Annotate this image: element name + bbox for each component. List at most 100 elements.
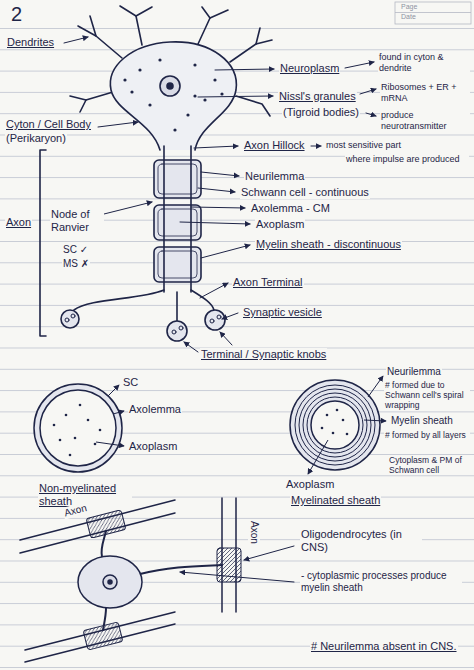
part-label: Axoplasm — [285, 478, 335, 491]
dendrite — [236, 96, 270, 116]
part-label: Node of Ranvier — [50, 208, 104, 234]
part-label: Dendrites — [6, 36, 55, 49]
myelinated-section — [311, 401, 359, 449]
part-label: Axolemma — [128, 403, 182, 416]
part-label: (Tigroid bodies) — [282, 106, 360, 119]
note-text: # Neurilemma absent in CNS. — [310, 640, 458, 653]
non-myelinated-section — [34, 384, 124, 472]
dendrite — [256, 28, 260, 44]
synaptic-knob — [172, 330, 176, 334]
dendrite — [230, 40, 272, 62]
part-label: Myelin sheath - discontinuous — [255, 238, 402, 251]
synaptic-knob — [179, 326, 183, 330]
dendrite — [198, 10, 228, 44]
oligodendrocyte-body — [78, 556, 142, 608]
myelinated-section — [332, 432, 335, 435]
non-myelinated-section — [87, 419, 90, 422]
leader-line — [311, 146, 321, 147]
synaptic-knob — [61, 310, 225, 341]
non-myelinated-section — [53, 424, 56, 427]
leader-line — [198, 188, 235, 192]
dendrite — [80, 100, 86, 112]
dendrite — [120, 6, 142, 45]
header-field: Date — [400, 13, 417, 21]
non-myelinated-section — [108, 385, 119, 396]
axon-fibre — [25, 612, 175, 650]
part-label: Neurilemma — [244, 170, 305, 183]
cell-body — [167, 83, 173, 89]
section-caption: Myelinated sheath — [290, 494, 381, 507]
non-myelinated-section — [94, 443, 97, 446]
leader-line — [366, 113, 376, 116]
leader-line — [194, 146, 238, 148]
part-label: Axon Terminal — [232, 276, 304, 289]
part-label: Axon — [5, 216, 32, 229]
part-label: Oligodendrocytes (in CNS) — [300, 528, 422, 554]
ruled-paper — [0, 28, 474, 670]
axon-terminal — [176, 292, 178, 321]
synaptic-knob — [65, 318, 69, 322]
part-label: Synaptic vesicle — [242, 306, 323, 319]
myelinated-section — [290, 376, 386, 474]
synaptic-knob — [205, 310, 225, 330]
nissl-granule — [173, 128, 176, 131]
non-myelinated-section — [59, 439, 62, 442]
cytoplasmic-process — [140, 565, 222, 574]
non-myelinated-section — [40, 390, 116, 466]
note-text: MS ✗ — [62, 258, 90, 270]
neuron-drawing — [40, 6, 376, 352]
non-myelinated-section — [34, 384, 122, 472]
dendrite — [78, 26, 122, 58]
oligodendrocyte-body — [78, 556, 142, 608]
part-label: Neurilemma — [386, 366, 442, 378]
cell-body — [110, 42, 236, 150]
axon-body — [190, 146, 192, 292]
nissl-granule — [138, 68, 141, 71]
part-label: SC — [122, 376, 139, 389]
myelinated-section — [346, 433, 349, 436]
synaptic-knob — [210, 319, 214, 323]
myelinated-section — [326, 414, 329, 417]
part-label: Cyton / Cell Body — [5, 118, 92, 131]
axon-fibre — [20, 498, 236, 662]
myelin-wrap — [86, 510, 126, 538]
part-label: Axoplasm — [255, 218, 305, 231]
myelinated-section — [364, 420, 386, 421]
myelinated-section — [308, 440, 328, 474]
synaptic-knob — [61, 310, 79, 328]
leader-line — [220, 332, 232, 345]
leader-line — [201, 245, 250, 258]
leader-line — [64, 37, 376, 352]
leader-line — [180, 546, 294, 582]
myelinated-section — [321, 409, 349, 436]
leader-line — [200, 283, 228, 298]
myelinated-section — [303, 393, 367, 457]
non-myelinated-section — [74, 437, 77, 440]
note-text: Ribosomes + ER + mRNA — [380, 82, 470, 104]
myelin-segment — [154, 160, 201, 198]
leader-line — [98, 122, 138, 127]
dendrite — [136, 7, 152, 16]
myelinated-section — [295, 385, 375, 465]
dendrite — [70, 92, 113, 100]
myelinated-section — [321, 427, 324, 430]
myelin-segment — [154, 247, 201, 282]
ruled-paper — [395, 2, 471, 24]
part-label: Axon — [248, 520, 260, 545]
non-myelinated-section — [113, 411, 124, 414]
part-label: Axolemma - CM — [250, 202, 331, 215]
note-text: # formed by all layers — [384, 430, 470, 440]
axon-terminal — [74, 290, 164, 310]
axon-body — [163, 146, 165, 292]
note-text: produce neurotransmitter — [380, 110, 470, 132]
leader-line — [180, 572, 294, 582]
note-text: most sensitive part — [325, 140, 402, 151]
nissl-granule — [123, 78, 126, 81]
cell-body — [160, 76, 180, 96]
note-text: SC ✓ — [62, 244, 89, 256]
myelin-wrap — [86, 510, 126, 538]
note-text: found in cyton & dendrite — [378, 52, 470, 74]
axon-bracket — [40, 150, 46, 336]
leader-line — [104, 202, 152, 214]
